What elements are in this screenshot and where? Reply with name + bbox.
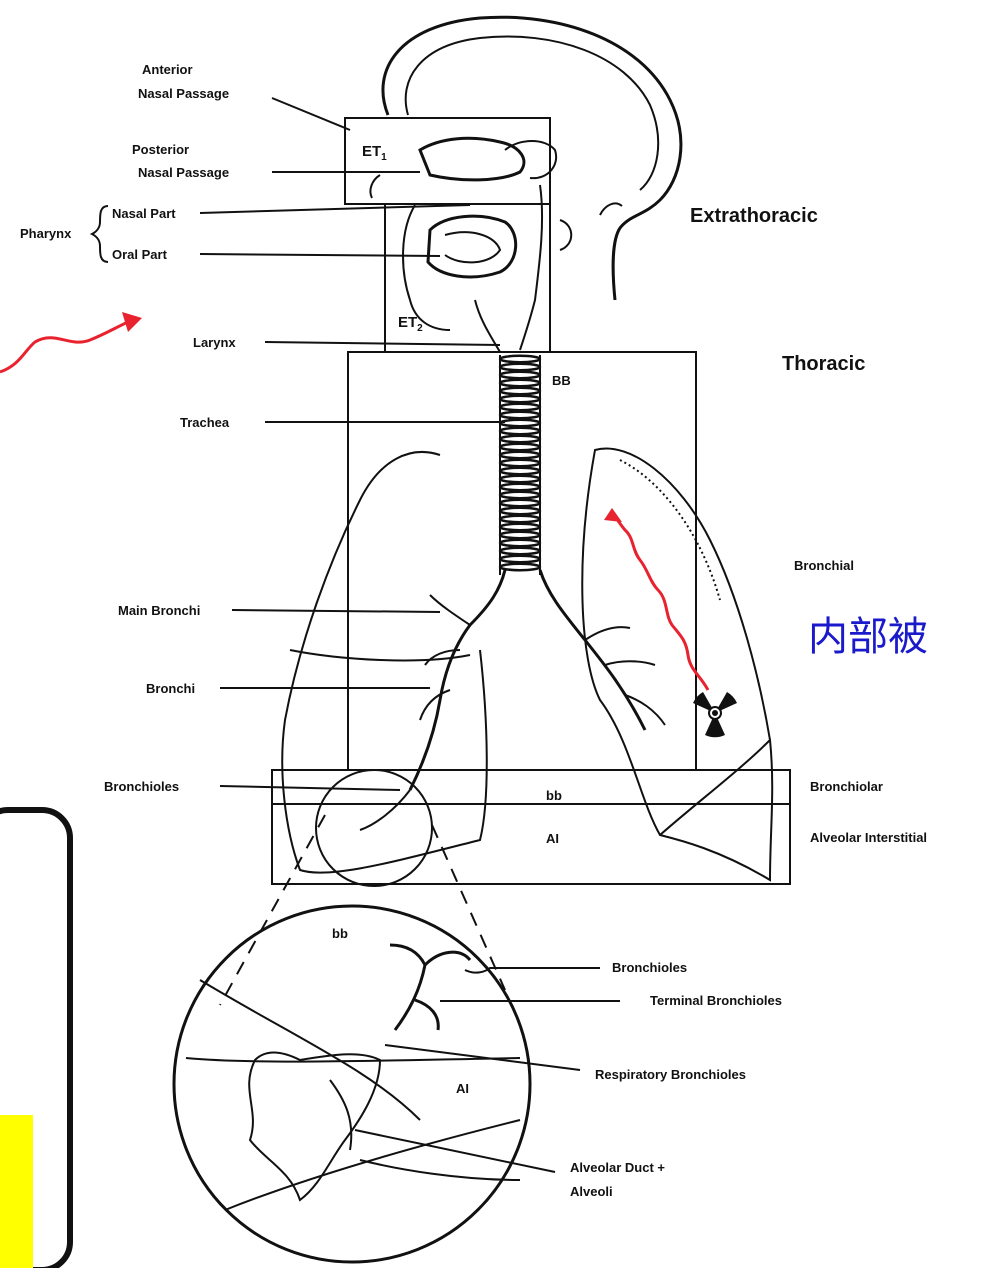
trachea-ring — [500, 364, 540, 370]
trachea-ring — [500, 468, 540, 474]
label-inset-terminal: Terminal Bronchioles — [650, 993, 782, 1008]
label-ai-box: AI — [546, 831, 559, 846]
label-bronchi: Bronchi — [146, 681, 195, 696]
label-main-bronchi: Main Bronchi — [118, 603, 200, 618]
trachea-ring — [500, 548, 540, 554]
trachea-ring — [500, 564, 540, 570]
yellow-highlight — [0, 1115, 33, 1268]
trachea-ring — [500, 492, 540, 498]
trachea-ring — [500, 452, 540, 458]
magnify-circle — [316, 770, 432, 886]
trachea-ring — [500, 428, 540, 434]
label-thoracic: Thoracic — [782, 353, 865, 375]
left-callout-box — [0, 810, 70, 1268]
label-alveolar-interstitial: Alveolar Interstitial — [810, 830, 927, 845]
inset-leaders — [355, 968, 620, 1172]
trachea-ring — [500, 556, 540, 562]
label-et1: ET1 — [362, 143, 387, 163]
label-bb-box: bb — [546, 788, 562, 803]
label-pharynx: Pharynx — [20, 226, 72, 241]
label-oral-part: Oral Part — [112, 247, 168, 262]
trachea-ring — [500, 404, 540, 410]
label-nasal-part: Nasal Part — [112, 206, 176, 221]
label-bronchioles: Bronchioles — [104, 779, 179, 794]
inset-guide-right — [432, 825, 505, 990]
trachea-ring — [500, 508, 540, 514]
label-inset-alveolar-1: Alveolar Duct + — [570, 1160, 665, 1175]
ai-box — [272, 804, 790, 884]
left-lung — [282, 452, 486, 873]
label-posterior-nasal-1: Posterior — [132, 142, 189, 157]
red-arrow-left — [0, 312, 142, 372]
trachea-ring — [500, 380, 540, 386]
trachea-ring — [500, 412, 540, 418]
label-posterior-nasal-2: Nasal Passage — [138, 165, 229, 180]
et1-box — [345, 118, 550, 204]
alveolar-inset — [174, 906, 530, 1262]
trachea-ring — [500, 444, 540, 450]
label-inset-respiratory: Respiratory Bronchioles — [595, 1067, 746, 1082]
trachea-ring — [500, 532, 540, 538]
label-inset-alveolar-2: Alveoli — [570, 1184, 613, 1199]
label-inset-ai: AI — [456, 1081, 469, 1096]
left-leaders — [200, 98, 505, 790]
trachea — [500, 355, 540, 575]
label-trachea: Trachea — [180, 415, 230, 430]
bronchial-tree — [360, 570, 665, 830]
label-bb-upper: BB — [552, 373, 571, 388]
trachea-ring — [500, 356, 540, 362]
label-inset-bronchioles: Bronchioles — [612, 960, 687, 975]
trachea-ring — [500, 476, 540, 482]
label-anterior-nasal-2: Nasal Passage — [138, 86, 229, 101]
trachea-ring — [500, 396, 540, 402]
overlay-text: 内部被 — [808, 614, 928, 660]
label-extrathoracic: Extrathoracic — [690, 205, 818, 227]
radiation-icon — [693, 692, 737, 737]
trachea-ring — [500, 388, 540, 394]
label-inset-bb: bb — [332, 926, 348, 941]
label-bronchial: Bronchial — [794, 558, 854, 573]
label-bronchiolar: Bronchiolar — [810, 779, 883, 794]
trachea-ring — [500, 420, 540, 426]
trachea-ring — [500, 460, 540, 466]
label-larynx: Larynx — [193, 335, 236, 350]
pharynx-brace — [92, 206, 108, 262]
trachea-ring — [500, 516, 540, 522]
trachea-ring — [500, 372, 540, 378]
trachea-ring — [500, 484, 540, 490]
trachea-ring — [500, 500, 540, 506]
trachea-ring — [500, 436, 540, 442]
trachea-ring — [500, 524, 540, 530]
label-anterior-nasal-1: Anterior — [142, 62, 193, 77]
trachea-ring — [500, 540, 540, 546]
